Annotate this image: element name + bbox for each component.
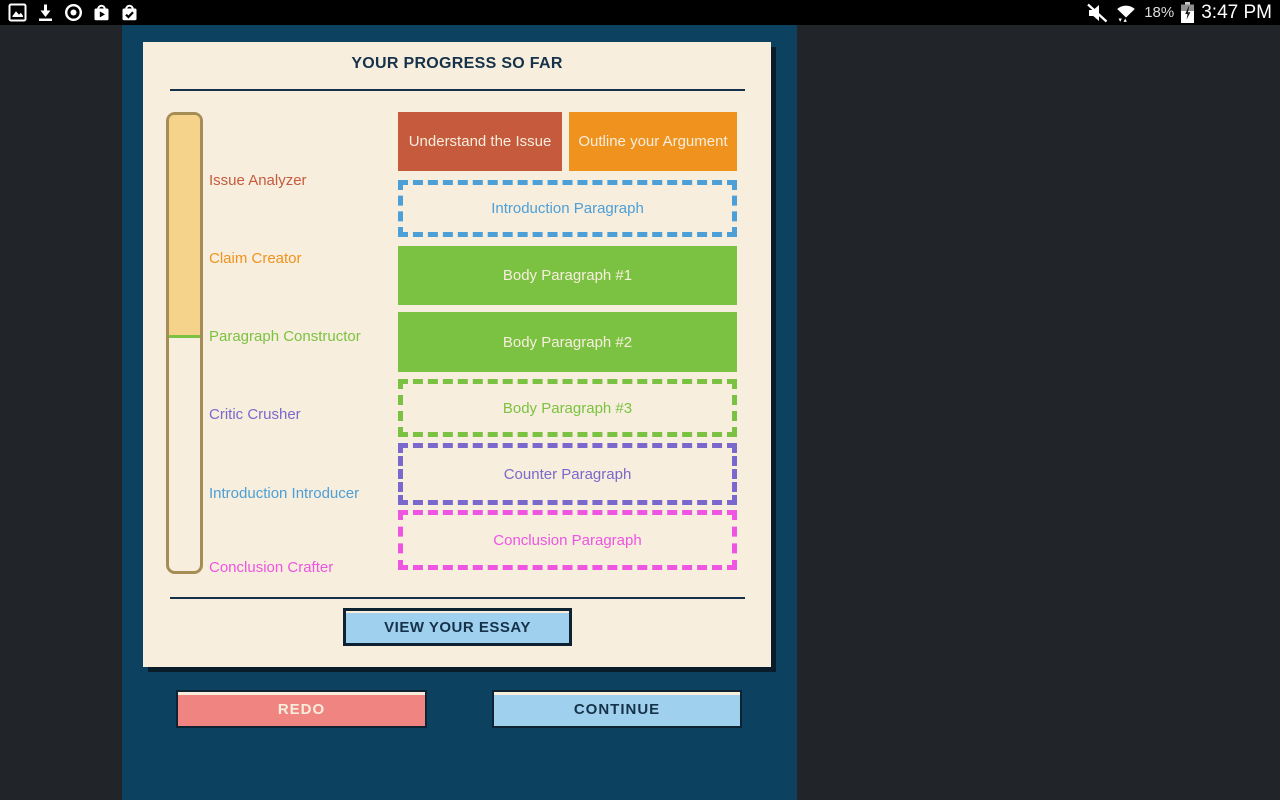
wifi-arrows-icon	[1117, 5, 1136, 22]
block-counter-paragraph: Counter Paragraph	[398, 443, 737, 505]
battery-percent: 18%	[1144, 4, 1175, 21]
step-label-introduction-introducer: Introduction Introducer	[209, 485, 360, 502]
step-label-critic-crusher: Critic Crusher	[209, 406, 301, 423]
block-body-paragraph-1: Body Paragraph #1	[398, 246, 737, 305]
volume-muted-icon	[1087, 3, 1108, 22]
redo-button[interactable]: REDO	[176, 690, 427, 728]
block-body-paragraph-3: Body Paragraph #3	[398, 379, 737, 437]
block-introduction-paragraph: Introduction Paragraph	[398, 180, 737, 237]
view-your-essay-button[interactable]: VIEW YOUR ESSAY	[343, 608, 572, 646]
system-status-icons: 18% 3:47 PM	[1086, 2, 1272, 24]
chrome-icon	[64, 3, 83, 22]
download-icon	[39, 4, 52, 21]
progress-card: YOUR PROGRESS SO FAR Issue Analyzer Clai…	[143, 42, 771, 667]
step-label-claim-creator: Claim Creator	[209, 250, 302, 267]
status-bar: 18% 3:47 PM	[0, 0, 1280, 25]
block-conclusion-paragraph: Conclusion Paragraph	[398, 510, 737, 570]
block-outline-your-argument: Outline your Argument	[569, 112, 737, 171]
notification-icons	[8, 3, 139, 22]
block-understand-the-issue: Understand the Issue	[398, 112, 562, 171]
gallery-icon	[8, 3, 27, 22]
play-store-bag-icon	[94, 4, 109, 21]
progress-meter	[166, 112, 203, 574]
step-label-conclusion-crafter: Conclusion Crafter	[209, 559, 334, 576]
clock: 3:47 PM	[1201, 1, 1272, 23]
battery-charging-icon	[1181, 2, 1195, 23]
page-title: YOUR PROGRESS SO FAR	[351, 55, 563, 72]
bottom-divider	[170, 597, 745, 599]
step-label-paragraph-constructor: Paragraph Constructor	[209, 328, 361, 345]
continue-button[interactable]: CONTINUE	[492, 690, 742, 728]
app-panel: YOUR PROGRESS SO FAR Issue Analyzer Clai…	[122, 25, 797, 800]
block-body-paragraph-2: Body Paragraph #2	[398, 312, 737, 372]
progress-meter-fill	[169, 115, 200, 339]
step-label-issue-analyzer: Issue Analyzer	[209, 172, 307, 189]
top-divider	[170, 89, 745, 91]
shopping-bag-check-icon	[122, 4, 137, 21]
